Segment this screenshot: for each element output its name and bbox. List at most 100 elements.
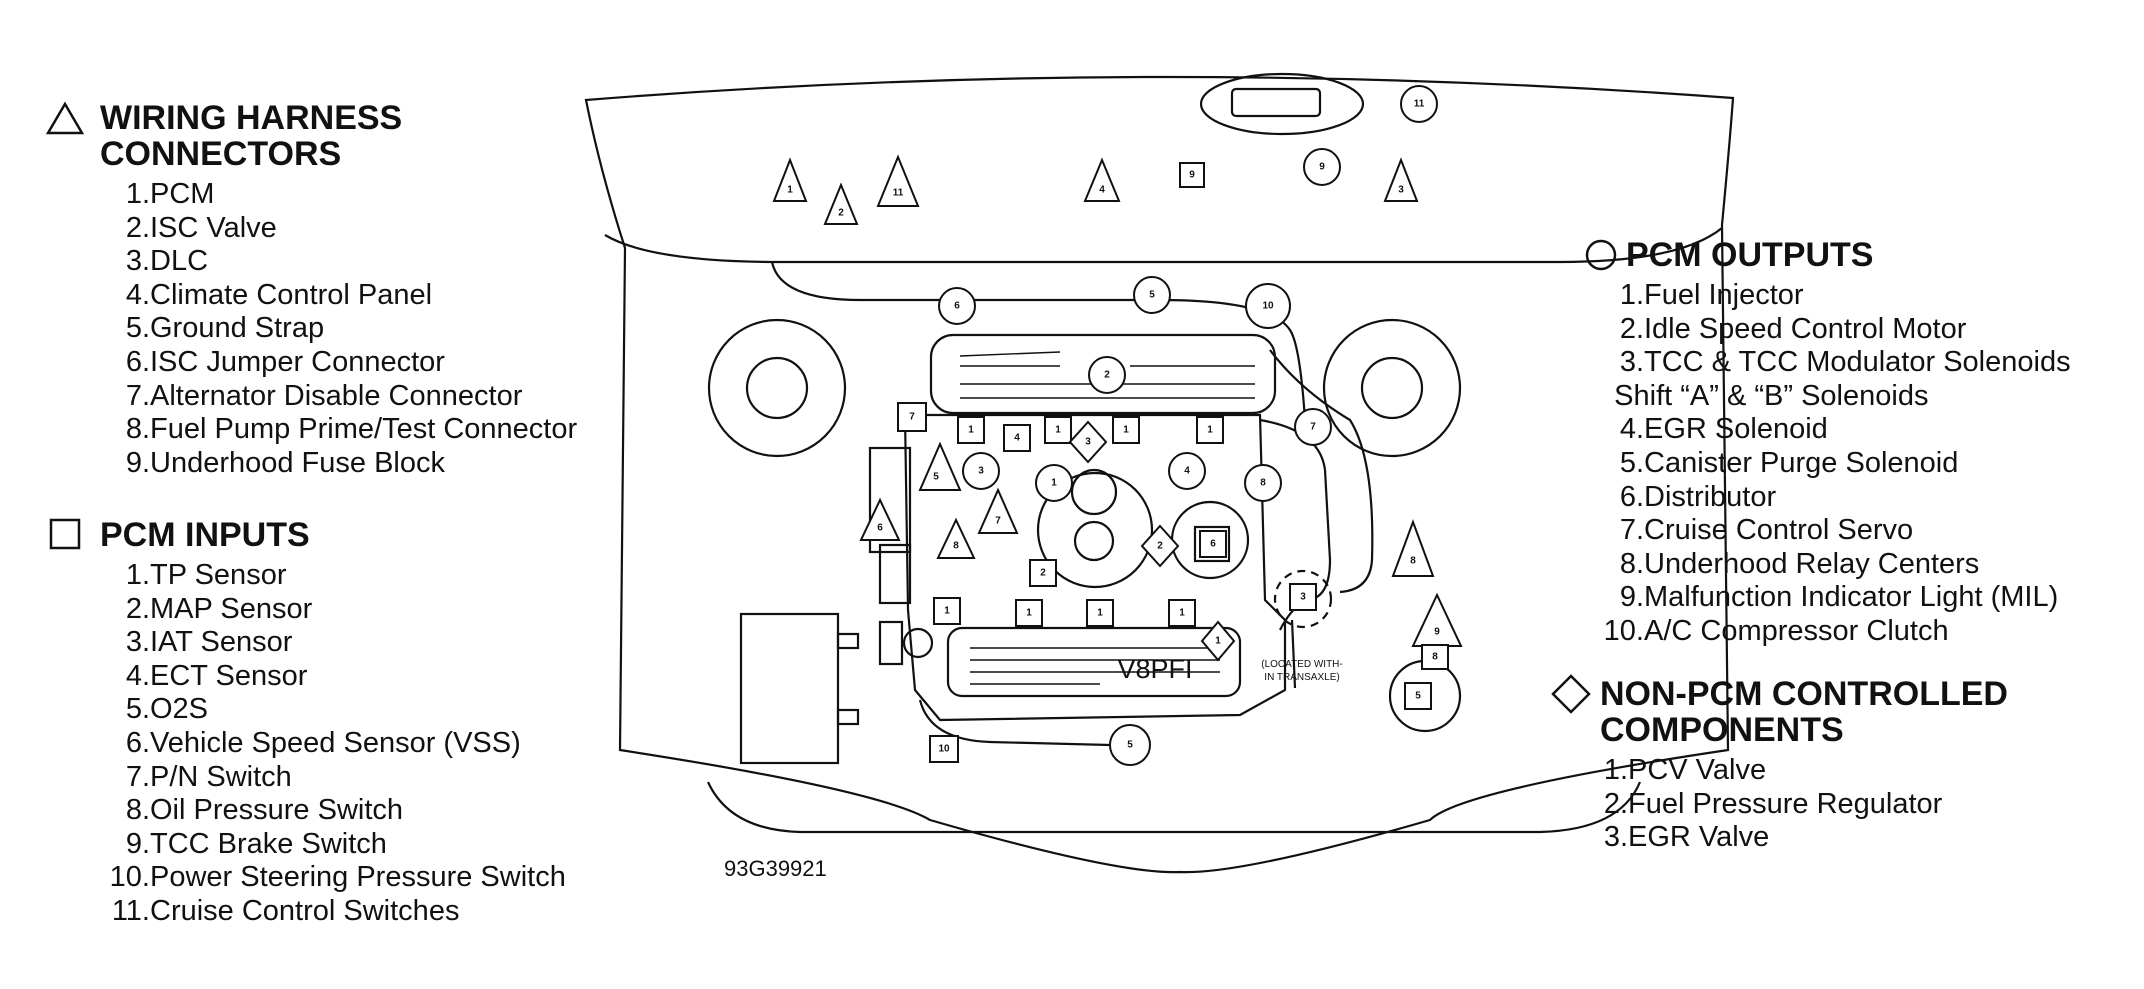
- legend-item: 7. Cruise Control Servo: [1590, 514, 2071, 548]
- legend-item: 2. ISC Valve: [112, 212, 577, 246]
- legend-item: 3. IAT Sensor: [96, 626, 566, 660]
- diagram-markers: 1 2 11 4 3 5 7 6 8 8 9 9 7 1: [772, 85, 1463, 766]
- legend-item-label: TCC & TCC Modulator Solenoids Shift “A” …: [1614, 346, 2071, 412]
- svg-text:9: 9: [1319, 162, 1325, 173]
- legend-item: 7. P/N Switch: [96, 761, 566, 795]
- diamond-marker-labels: 3 2 1: [1085, 437, 1221, 647]
- transaxle-lead: [1290, 619, 1297, 689]
- right-wheel-inner: [1360, 356, 1424, 420]
- mil-console: [1199, 72, 1365, 136]
- legend-item-number: 9.: [125, 827, 150, 860]
- svg-text:6: 6: [954, 301, 960, 312]
- legend-item-label: Cruise Control Switches: [150, 894, 460, 927]
- legend-item: 4. Climate Control Panel: [112, 279, 577, 313]
- legend-item-number: 3.: [1603, 821, 1628, 854]
- svg-text:3: 3: [978, 466, 984, 477]
- legend-item-number: 4.: [125, 278, 150, 311]
- legend-item-label: O2S: [150, 693, 209, 726]
- legend-item-number: 10.: [1603, 614, 1644, 647]
- legend-item: 3. TCC & TCC Modulator Solenoids Shift “…: [1590, 346, 2071, 413]
- svg-text:6: 6: [877, 523, 883, 534]
- diagram-code: 93G39921: [724, 856, 827, 881]
- svg-text:2: 2: [838, 208, 844, 219]
- legend-item: 10. A/C Compressor Clutch: [1590, 615, 2071, 649]
- legend-item: 1. PCM: [112, 178, 577, 212]
- throttle-bore-bottom: [1073, 520, 1115, 562]
- legend-item-label: Alternator Disable Connector: [150, 379, 523, 412]
- legend-item-label: EGR Solenoid: [1644, 413, 1828, 446]
- legend-item-number: 7.: [125, 760, 150, 793]
- legend-item-number: 2.: [125, 211, 150, 244]
- legend-item-label: Vehicle Speed Sensor (VSS): [150, 726, 521, 759]
- svg-text:3: 3: [1300, 592, 1306, 603]
- triangle-marker: [772, 154, 1463, 647]
- legend-item-label: Underhood Fuse Block: [150, 446, 445, 479]
- svg-text:4: 4: [1184, 466, 1190, 477]
- legend-item-label: Underhood Relay Centers: [1644, 547, 1980, 580]
- legend-item-label: P/N Switch: [150, 760, 292, 793]
- svg-text:5: 5: [1127, 740, 1133, 751]
- svg-text:7: 7: [909, 412, 915, 423]
- legend-item-label: Idle Speed Control Motor: [1644, 312, 1967, 345]
- square-icon: [44, 517, 86, 553]
- cowl-line: [604, 227, 1723, 264]
- throttle-bore-top: [1070, 468, 1118, 516]
- compartment-outline: [584, 75, 1735, 874]
- legend-item-label: Oil Pressure Switch: [150, 794, 404, 827]
- legend-item-number: 2.: [1619, 312, 1644, 345]
- legend-item: 1. TP Sensor: [96, 559, 566, 593]
- legend-item: 1. Fuel Injector: [1590, 279, 2071, 313]
- legend-item: 5. Canister Purge Solenoid: [1590, 447, 2071, 481]
- legend-item: 8. Underhood Relay Centers: [1590, 548, 2071, 582]
- engine-label: V8PFI: [1117, 654, 1192, 684]
- legend-item-number: 8.: [125, 413, 150, 446]
- svg-text:1: 1: [787, 185, 793, 196]
- legend-item-label: A/C Compressor Clutch: [1644, 614, 1949, 647]
- triangle-icon: [44, 100, 86, 136]
- legend-item: 6. ISC Jumper Connector: [112, 346, 577, 380]
- legend-item: 2. Fuel Pressure Regulator: [1590, 788, 2008, 822]
- legend-item: 8. Oil Pressure Switch: [96, 794, 566, 828]
- svg-text:9: 9: [1434, 627, 1440, 638]
- legend-item-number: 5.: [1619, 446, 1644, 479]
- legend-item-number: 1.: [125, 559, 150, 591]
- legend-item-number: 1.: [125, 178, 150, 210]
- legend-item-label: IAT Sensor: [150, 626, 293, 659]
- legend-item-number: 5.: [125, 312, 150, 345]
- legend-outputs-title: PCM OUTPUTS: [1626, 236, 1874, 274]
- svg-text:3: 3: [1398, 185, 1404, 196]
- svg-text:9: 9: [1189, 170, 1195, 181]
- legend-item-label: TP Sensor: [150, 559, 287, 591]
- legend-item-number: 10.: [109, 861, 150, 894]
- legend-item-number: 9.: [1619, 581, 1644, 614]
- left-wheel-inner: [745, 356, 809, 420]
- right-wheel-outer: [1322, 318, 1462, 458]
- left-manifold: [868, 446, 912, 554]
- legend-item-number: 3.: [1619, 346, 1644, 379]
- diamond-icon: [1550, 674, 1592, 714]
- legend-item-label: EGR Valve: [1628, 821, 1770, 854]
- legend-inputs-title: PCM INPUTS: [100, 516, 310, 554]
- svg-text:1: 1: [1051, 478, 1057, 489]
- legend-item-label: Fuel Injector: [1644, 279, 1804, 311]
- legend-item-label: MAP Sensor: [150, 592, 313, 625]
- legend-item: 2. MAP Sensor: [96, 593, 566, 627]
- located-note-line1: (LOCATED WITH-: [1261, 659, 1342, 670]
- legend-item: 5. O2S: [96, 693, 566, 727]
- front-pulley: [902, 627, 934, 659]
- legend-harness-title: WIRING HARNESS CONNECTORS: [100, 99, 403, 173]
- legend-item: 8. Fuel Pump Prime/Test Connector: [112, 413, 577, 447]
- legend-item: 1. PCV Valve: [1590, 754, 2008, 788]
- egr-outer: [1193, 525, 1231, 563]
- battery-neg-post: [836, 632, 860, 650]
- legend-item-number: 3.: [125, 626, 150, 659]
- legend-item-label: Distributor: [1644, 480, 1777, 513]
- legend-item-label: Malfunction Indicator Light (MIL): [1644, 581, 2059, 614]
- legend-item: 3. EGR Valve: [1590, 821, 2008, 855]
- svg-text:4: 4: [1099, 185, 1105, 196]
